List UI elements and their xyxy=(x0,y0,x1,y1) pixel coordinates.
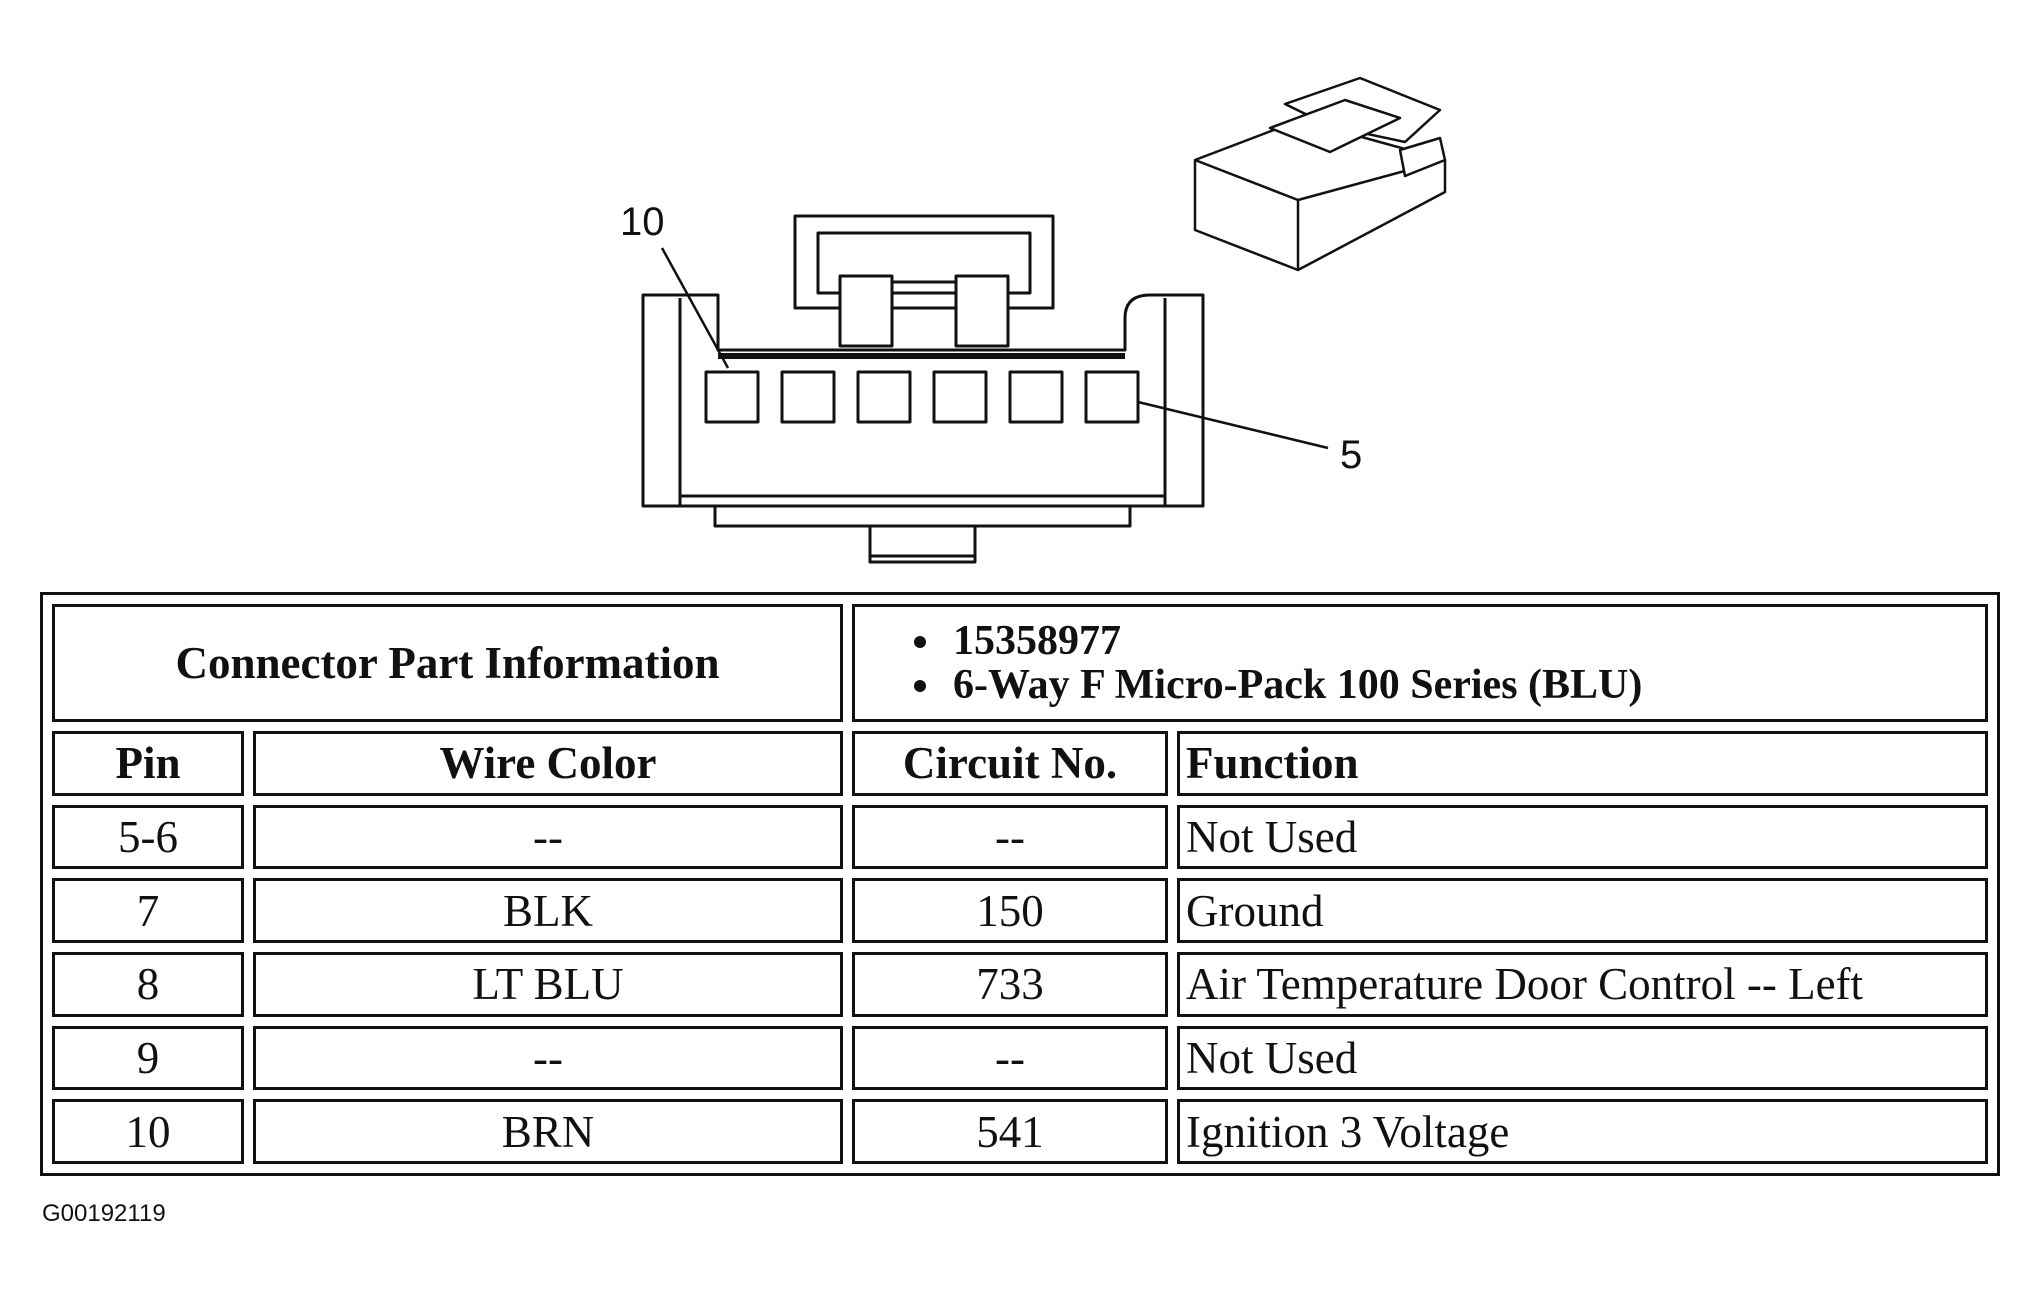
circuit-cell: 733 xyxy=(852,951,1168,1017)
header-circuit: Circuit No. xyxy=(852,731,1168,796)
wire-color-cell: BLK xyxy=(253,878,843,943)
wire-color-cell: LT BLU xyxy=(253,951,843,1017)
pin-cell: 10 xyxy=(52,1099,244,1164)
connector-pin-table: Connector Part Information 15358977 6-Wa… xyxy=(40,592,2000,1176)
table-row: 8 LT BLU 733 Air Temperature Door Contro… xyxy=(52,951,1988,1017)
table-row: 10 BRN 541 Ignition 3 Voltage xyxy=(52,1099,1988,1164)
locking-tab xyxy=(793,214,1055,348)
part-info-label: Connector Part Information xyxy=(52,604,843,722)
wire-color-cell: -- xyxy=(253,804,843,870)
header-function: Function xyxy=(1177,731,1988,796)
circuit-cell: 541 xyxy=(852,1099,1168,1164)
connector-body xyxy=(641,293,1205,564)
leader-line-5 xyxy=(1137,400,1329,450)
cavity-10 xyxy=(704,370,760,424)
cavity-9 xyxy=(780,370,836,424)
function-cell: Not Used xyxy=(1177,1025,1988,1091)
cavity-7 xyxy=(932,370,988,424)
pin-cell: 8 xyxy=(52,951,244,1017)
function-cell: Not Used xyxy=(1177,804,1988,870)
leader-line-10 xyxy=(660,247,730,369)
header-wire-color: Wire Color xyxy=(253,731,843,796)
pin-cavities xyxy=(704,370,1140,424)
cavity-6 xyxy=(1008,370,1064,424)
function-cell: Ignition 3 Voltage xyxy=(1177,1099,1988,1164)
table-row: 5-6 -- -- Not Used xyxy=(52,804,1988,870)
pin-cell: 5-6 xyxy=(52,804,244,870)
header-row: Pin Wire Color Circuit No. Function xyxy=(52,731,1988,796)
cavity-8 xyxy=(856,370,912,424)
circuit-cell: -- xyxy=(852,804,1168,870)
part-description: 6-Way F Micro-Pack 100 Series (BLU) xyxy=(945,663,1979,707)
part-number: 15358977 xyxy=(945,619,1979,663)
header-pin: Pin xyxy=(52,731,244,796)
table-row: 9 -- -- Not Used xyxy=(52,1025,1988,1091)
wire-color-cell: -- xyxy=(253,1025,843,1091)
callout-label-10: 10 xyxy=(620,200,665,244)
function-cell: Air Temperature Door Control -- Left xyxy=(1177,951,1988,1017)
wire-color-cell: BRN xyxy=(253,1099,843,1164)
pin-cell: 7 xyxy=(52,878,244,943)
table-row: 7 BLK 150 Ground xyxy=(52,878,1988,943)
connector-3d-view xyxy=(1193,76,1447,272)
function-cell: Ground xyxy=(1177,878,1988,943)
connector-diagram: 10 5 xyxy=(620,76,1447,564)
circuit-cell: -- xyxy=(852,1025,1168,1091)
circuit-cell: 150 xyxy=(852,878,1168,943)
figure-code: G00192119 xyxy=(42,1200,166,1227)
part-info-values: 15358977 6-Way F Micro-Pack 100 Series (… xyxy=(852,604,1988,722)
pin-cell: 9 xyxy=(52,1025,244,1091)
cavity-5 xyxy=(1084,370,1140,424)
part-info-row: Connector Part Information 15358977 6-Wa… xyxy=(52,604,1988,722)
callout-label-5: 5 xyxy=(1340,433,1362,477)
